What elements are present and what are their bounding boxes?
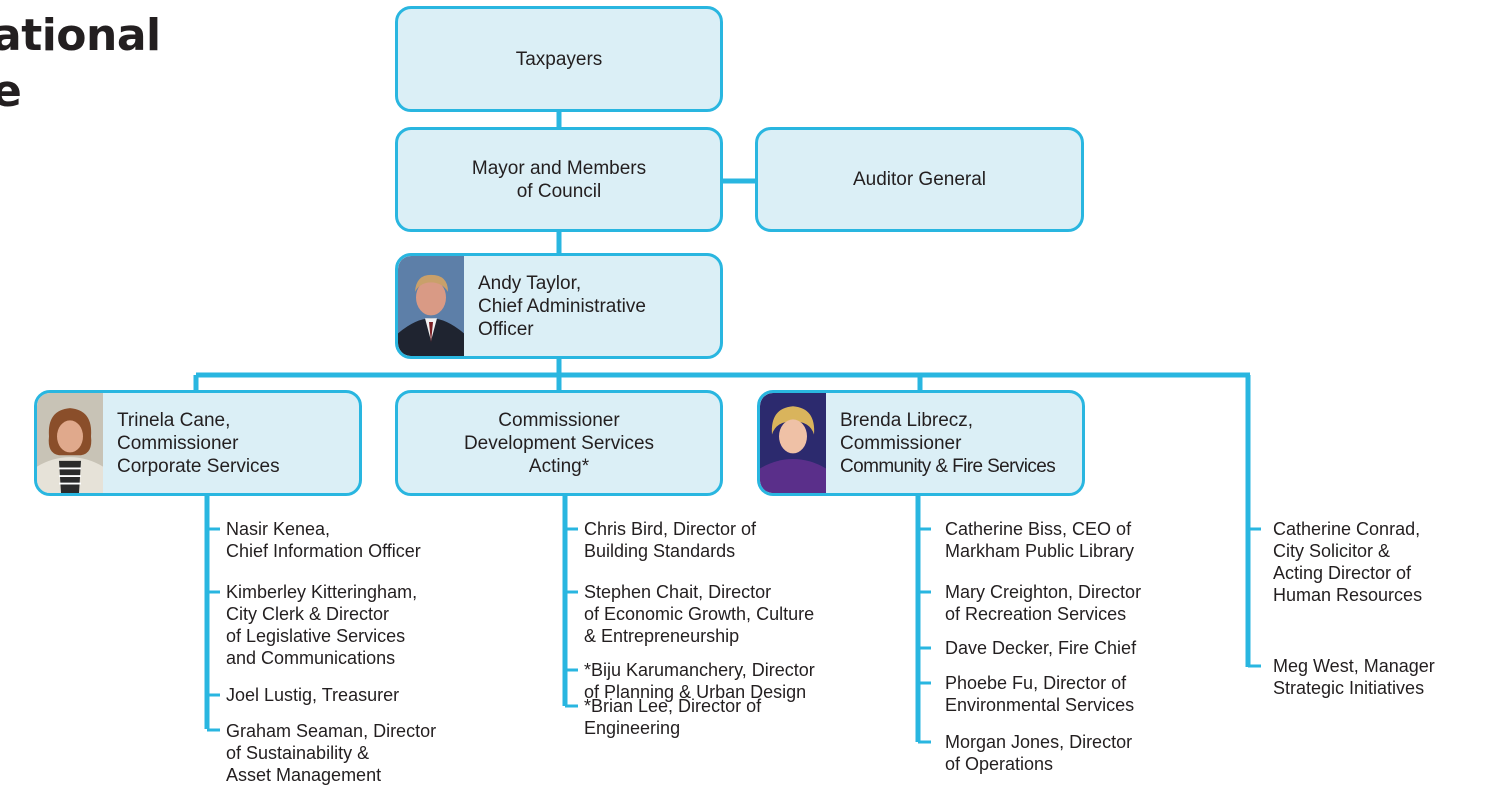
list-item: Dave Decker, Fire Chief	[945, 638, 1137, 658]
list-item: Graham Seaman, Director of Sustainabilit…	[226, 721, 437, 785]
list-item: Phoebe Fu, Director of Environmental Ser…	[945, 673, 1135, 715]
list-item: Stephen Chait, Director of Economic Grow…	[584, 582, 815, 646]
title-line-2: e	[0, 66, 22, 117]
auditor-box: Auditor General	[755, 127, 1084, 232]
corporate-label: Trinela Cane, Commissioner Corporate Ser…	[117, 409, 280, 477]
development-box: Commissioner Development Services Acting…	[395, 390, 723, 496]
list-item: Joel Lustig, Treasurer	[226, 685, 400, 705]
list-item: Nasir Kenea, Chief Information Officer	[226, 519, 421, 561]
list-item: Morgan Jones, Director of Operations	[945, 732, 1133, 774]
list-item: Catherine Biss, CEO of Markham Public Li…	[945, 519, 1135, 561]
list-item: Catherine Conrad, City Solicitor & Actin…	[1273, 519, 1423, 605]
community-box: Brenda Librecz, Commissioner Community &…	[757, 390, 1085, 496]
list-item: *Brian Lee, Director of Engineering	[584, 696, 762, 738]
council-label: Mayor and Members of Council	[471, 157, 647, 202]
auditor-label: Auditor General	[852, 169, 987, 190]
corporate-box: Trinela Cane, Commissioner Corporate Ser…	[34, 390, 362, 496]
list-item: Mary Creighton, Director of Recreation S…	[945, 582, 1142, 624]
taxpayers-box: Taxpayers	[395, 6, 723, 112]
development-label: Commissioner Development Services Acting…	[463, 409, 655, 477]
list-item: *Biju Karumanchery, Director of Planning…	[584, 660, 815, 702]
community-photo	[760, 393, 826, 493]
cao-box: Andy Taylor, Chief Administrative Office…	[395, 253, 723, 359]
council-box: Mayor and Members of Council	[395, 127, 723, 232]
taxpayers-label: Taxpayers	[515, 48, 603, 70]
list-item: Kimberley Kitteringham, City Clerk & Dir…	[226, 582, 418, 668]
list-item: Chris Bird, Director of Building Standar…	[584, 519, 757, 561]
cao-photo	[398, 256, 464, 356]
title-line-1: ational	[0, 10, 161, 61]
cao-label: Andy Taylor, Chief Administrative Office…	[478, 272, 646, 340]
page-title: ational e	[0, 8, 161, 120]
community-label: Brenda Librecz, Commissioner Community &…	[840, 409, 1056, 477]
list-item: Meg West, Manager Strategic Initiatives	[1273, 656, 1435, 698]
corporate-photo	[37, 393, 103, 493]
